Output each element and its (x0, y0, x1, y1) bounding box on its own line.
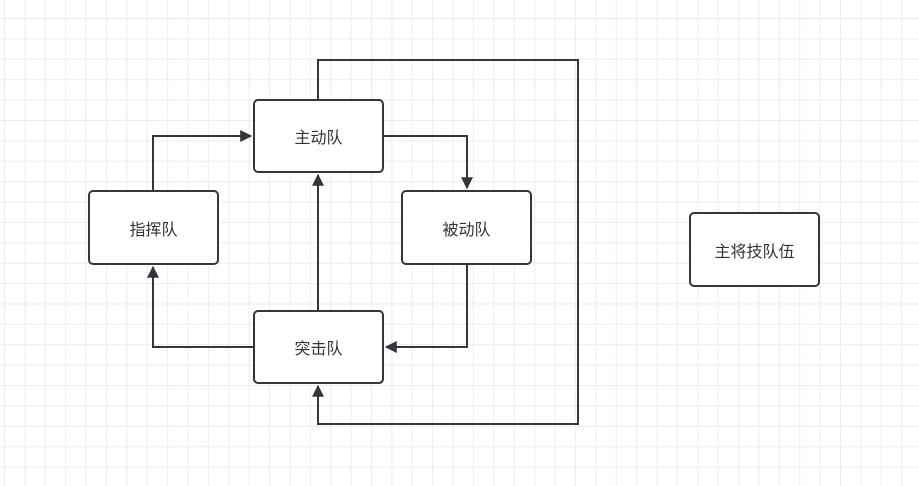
edge-assault-to-command[interactable] (147, 265, 253, 348)
node-main-team[interactable]: 主动队 (253, 99, 384, 173)
node-command-team[interactable]: 指挥队 (88, 190, 219, 265)
edge-main-to-assault-loop[interactable] (312, 59, 579, 425)
node-passive-team[interactable]: 被动队 (401, 190, 532, 265)
node-label: 指挥队 (129, 219, 178, 239)
node-label: 主将技队伍 (714, 241, 795, 261)
node-label: 突击队 (294, 339, 343, 358)
node-label: 主动队 (294, 128, 343, 147)
node-generals-team[interactable]: 主将技队伍 (689, 212, 820, 287)
edge-main-to-passive[interactable] (384, 135, 473, 190)
node-label: 被动队 (442, 219, 491, 239)
edge-command-to-main[interactable] (152, 130, 253, 190)
node-assault-team[interactable]: 突击队 (253, 310, 384, 384)
edge-passive-to-assault[interactable] (384, 265, 468, 353)
